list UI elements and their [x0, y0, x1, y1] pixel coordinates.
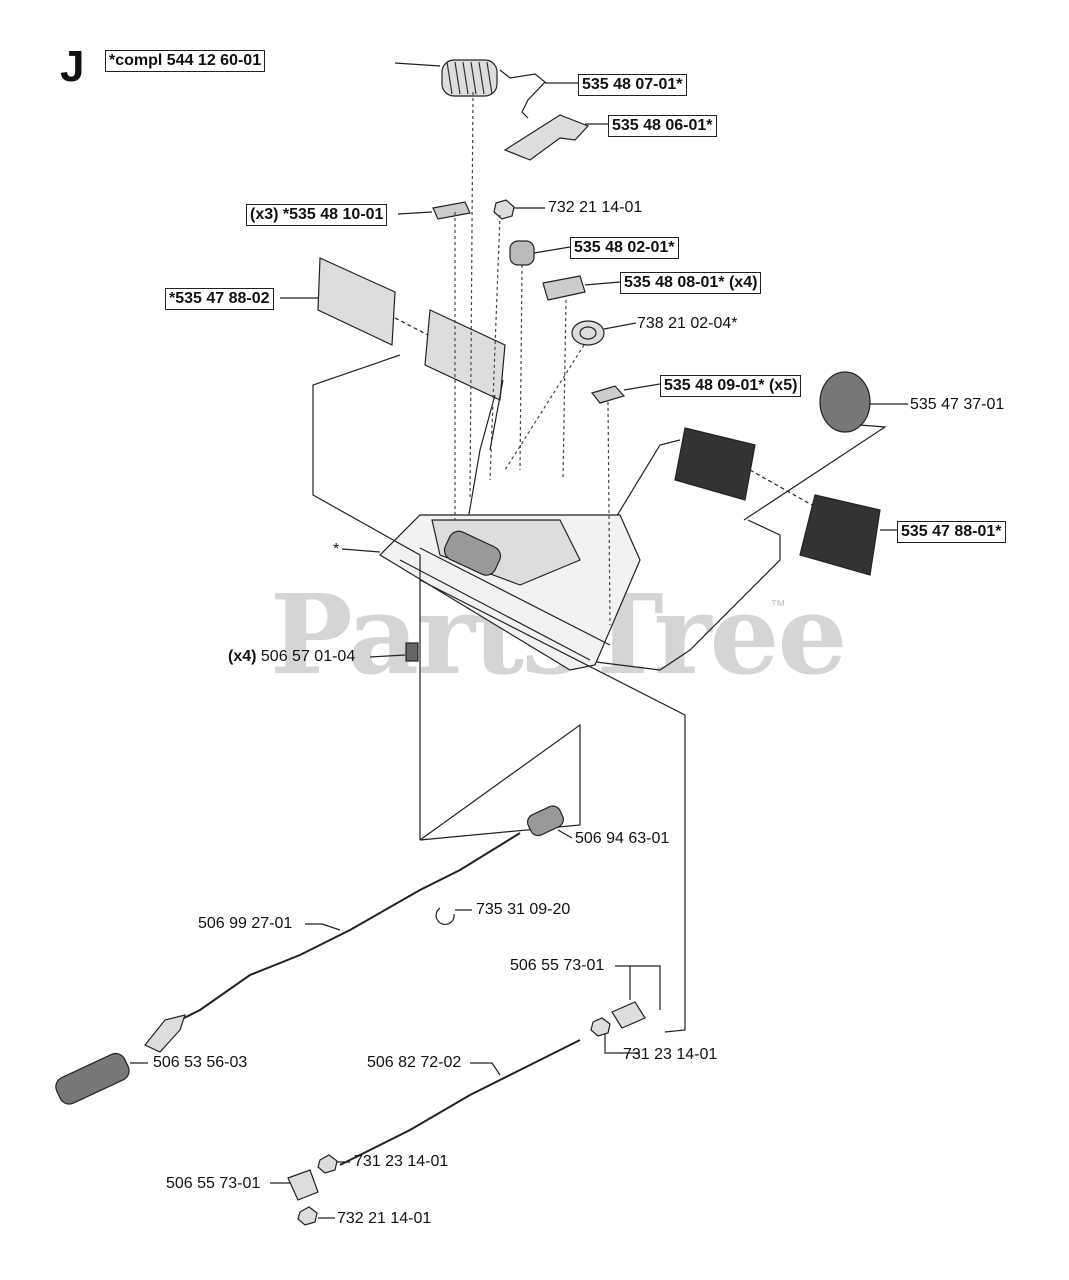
pedal-arm	[467, 379, 504, 521]
part-label-p21[interactable]: 731 23 14-01	[354, 1153, 449, 1170]
part-label-p4[interactable]: 732 21 14-01	[548, 199, 643, 216]
long-spring	[55, 1052, 130, 1105]
part-label-p18[interactable]: 506 53 56-03	[153, 1054, 248, 1071]
part-number: 506 57 01-04	[260, 648, 356, 665]
part-label-p2[interactable]: 535 48 06-01*	[608, 115, 717, 137]
top-nut	[493, 199, 515, 220]
small-clip	[590, 385, 626, 404]
bolt	[405, 642, 419, 662]
part-label-p5[interactable]: 535 48 02-01*	[570, 237, 679, 259]
part-label-p7[interactable]: 535 48 08-01* (x4)	[620, 272, 762, 294]
part-label-p11[interactable]: 535 47 88-01*	[897, 521, 1006, 543]
part-label-p10[interactable]: 535 47 37-01	[910, 396, 1005, 413]
cable-upper	[169, 832, 521, 1026]
clamp-block	[542, 275, 586, 301]
assembly-frame	[312, 354, 421, 840]
ball-joint-upper	[611, 1001, 646, 1029]
pedal-pad-left-lower	[424, 309, 506, 401]
sub-frame	[419, 723, 581, 841]
e-clip	[435, 907, 455, 925]
part-label-p22[interactable]: 506 55 73-01	[166, 1175, 261, 1192]
small-spring	[526, 805, 564, 837]
bearing-ring	[571, 320, 605, 346]
small-plate	[432, 201, 471, 220]
part-label-p15[interactable]: 735 31 09-20	[476, 901, 571, 918]
hook-bracket	[499, 69, 546, 119]
part-label-p3[interactable]: (x3) *535 48 10-01	[246, 204, 388, 226]
cable-bracket	[144, 1014, 186, 1053]
part-label-p20[interactable]: 506 82 72-02	[367, 1054, 462, 1071]
part-label-p16[interactable]: 506 99 27-01	[198, 915, 293, 932]
pedal-pad-left-upper	[317, 257, 396, 346]
cable-lower	[339, 1039, 581, 1166]
part-label-p17[interactable]: 506 55 73-01	[510, 957, 605, 974]
part-label-p23[interactable]: 732 21 14-01	[337, 1210, 432, 1227]
part-label-p9[interactable]: 535 48 09-01* (x5)	[660, 375, 802, 397]
pedal-cap	[819, 371, 871, 433]
part-label-p8[interactable]: 738 21 02-04*	[637, 315, 738, 332]
pedal-pad-right-upper	[674, 427, 756, 501]
nut-middle	[590, 1017, 611, 1037]
part-label-p19[interactable]: 731 23 14-01	[623, 1046, 718, 1063]
top-wire	[394, 62, 441, 67]
qty: (x3)	[250, 206, 279, 223]
section-letter: J	[60, 42, 85, 91]
top-spring-coil	[441, 59, 498, 97]
ball-joint-lower	[287, 1169, 319, 1201]
qty: (x4)	[228, 648, 257, 665]
assembly-note: *compl 544 12 60-01	[105, 50, 266, 72]
bushing	[509, 240, 535, 266]
nut-bottom	[297, 1206, 318, 1226]
main-spring	[443, 530, 502, 576]
part-number: *535 48 10-01	[282, 206, 384, 223]
pedal-pad-right-lower	[799, 494, 881, 576]
watermark-trademark: ™	[770, 598, 786, 615]
part-label-p13[interactable]: (x4) 506 57 01-04	[228, 647, 355, 667]
part-label-p6[interactable]: *535 47 88-02	[165, 288, 274, 310]
latch-plate	[503, 114, 590, 161]
part-label-p12[interactable]: *	[333, 541, 340, 558]
part-label-p1[interactable]: 535 48 07-01*	[578, 74, 687, 96]
part-label-p14[interactable]: 506 94 63-01	[575, 830, 670, 847]
nut-lower	[317, 1154, 338, 1174]
